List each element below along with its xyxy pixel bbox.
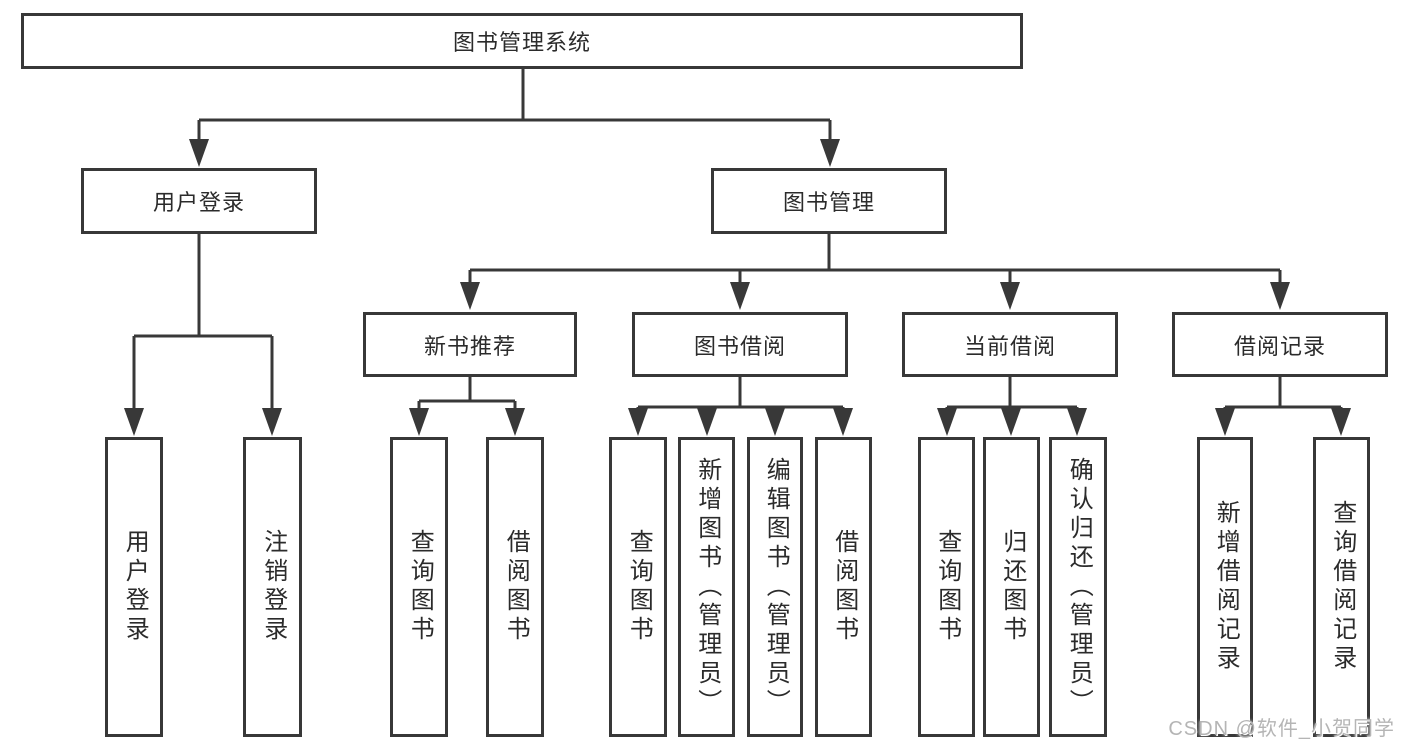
leaf-add-books-admin: 新增图书（管理员）	[678, 437, 735, 737]
leaf-query-books-borrowing: 查询图书	[609, 437, 667, 737]
leaf-confirm-return-admin-label: 确认归还（管理员）	[1065, 456, 1093, 718]
node-book-management-label: 图书管理	[782, 190, 875, 215]
node-borrowing-records: 借阅记录	[1172, 312, 1388, 377]
leaf-edit-books-admin: 编辑图书（管理员）	[747, 437, 803, 737]
leaf-return-books-label: 归还图书	[998, 529, 1026, 645]
leaf-edit-books-admin-label: 编辑图书（管理员）	[762, 456, 790, 718]
leaf-query-books-current-label: 查询图书	[933, 529, 961, 645]
leaf-user-login: 用户登录	[105, 437, 163, 737]
node-new-book-recommend-label: 新书推荐	[423, 333, 516, 359]
leaf-return-books: 归还图书	[983, 437, 1040, 737]
leaf-query-books-borrowing-label: 查询图书	[625, 529, 653, 645]
arrowheads	[124, 139, 1351, 436]
leaf-borrow-books-newbook-label: 借阅图书	[502, 529, 530, 645]
node-borrowing-records-label: 借阅记录	[1233, 333, 1326, 359]
leaf-query-books-newbook: 查询图书	[390, 437, 448, 737]
node-user-login-label: 用户登录	[152, 190, 245, 215]
csdn-watermark: CSDN @软件_小贺同学	[1168, 718, 1395, 740]
leaf-user-login-label: 用户登录	[121, 529, 149, 645]
leaf-logout: 注销登录	[243, 437, 302, 737]
leaf-borrow-books-newbook: 借阅图书	[486, 437, 544, 737]
leaf-borrow-books-borrowing-label: 借阅图书	[830, 529, 858, 645]
node-book-borrowing: 图书借阅	[632, 312, 848, 377]
node-current-borrowing: 当前借阅	[902, 312, 1118, 377]
node-book-borrowing-label: 图书借阅	[693, 333, 786, 359]
leaf-query-borrow-record-label: 查询借阅记录	[1328, 500, 1356, 674]
node-user-login: 用户登录	[81, 168, 317, 234]
leaf-add-books-admin-label: 新增图书（管理员）	[693, 456, 721, 718]
leaf-logout-label: 注销登录	[259, 529, 287, 645]
node-book-management: 图书管理	[711, 168, 947, 234]
leaf-query-books-newbook-label: 查询图书	[406, 529, 434, 645]
leaf-confirm-return-admin: 确认归还（管理员）	[1049, 437, 1107, 737]
leaf-add-borrow-record: 新增借阅记录	[1197, 437, 1253, 737]
node-new-book-recommend: 新书推荐	[363, 312, 577, 377]
node-current-borrowing-label: 当前借阅	[963, 333, 1056, 359]
leaf-query-borrow-record: 查询借阅记录	[1313, 437, 1370, 737]
node-root-label: 图书管理系统	[452, 30, 591, 55]
leaf-add-borrow-record-label: 新增借阅记录	[1212, 500, 1240, 674]
node-root: 图书管理系统	[21, 13, 1023, 69]
leaf-borrow-books-borrowing: 借阅图书	[815, 437, 872, 737]
leaf-query-books-current: 查询图书	[918, 437, 975, 737]
